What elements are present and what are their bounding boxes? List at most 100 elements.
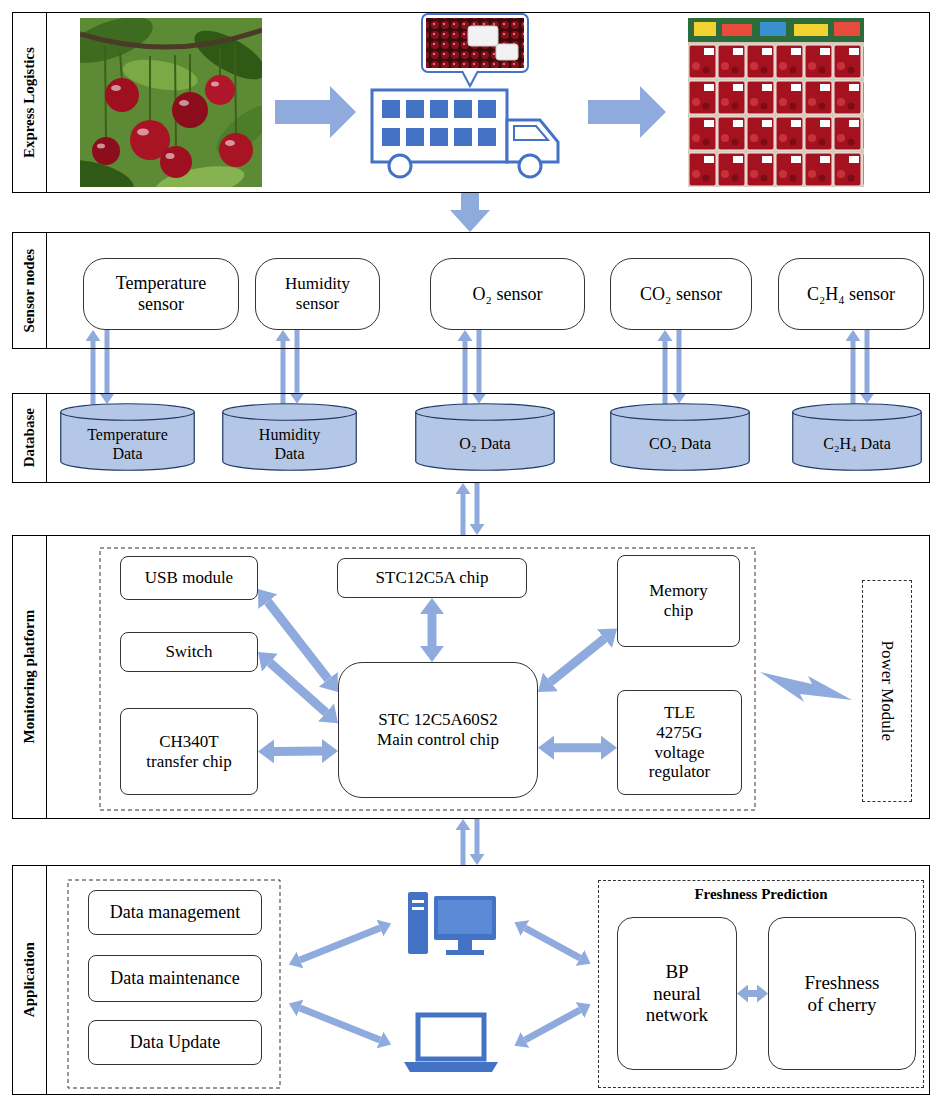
database-cylinder: O₂ Data: [415, 403, 555, 471]
database-cylinder: Humidity Data: [222, 403, 357, 471]
supermarket-photo: [688, 18, 864, 42]
layer-band: DatabaseTemperature DataHumidity DataO₂ …: [12, 393, 930, 483]
connector-line: [461, 494, 466, 535]
connector: [470, 193, 471, 210]
box-label: C₂H₄ sensor: [807, 284, 895, 305]
database-label: C₂H₄ Data: [823, 435, 891, 453]
desktop-icon: [446, 950, 484, 955]
group-title: Freshness Prediction: [599, 886, 923, 903]
connector: [432, 614, 433, 646]
box-label: CO₂ sensor: [640, 284, 722, 305]
connector: [748, 993, 757, 994]
band-title: Application: [21, 942, 38, 1017]
process-box: STC 12C5A60S2 Main control chip: [338, 662, 538, 798]
process-box: Switch: [120, 632, 258, 672]
database-label: Humidity Data: [245, 426, 335, 463]
connector-line: [295, 330, 300, 393]
database-cylinder: CO₂ Data: [610, 403, 750, 471]
database-label: O₂ Data: [459, 435, 510, 453]
connector: [463, 483, 477, 535]
truck-icon: [478, 128, 496, 146]
database-cylinder: Temperature Data: [60, 403, 195, 471]
connector: [274, 751, 322, 752]
desktop-icon: [434, 896, 496, 940]
connector-line: [677, 330, 682, 393]
cherry-photo: [172, 92, 208, 128]
truck-icon: [519, 155, 541, 177]
cherry-photo: [111, 85, 121, 91]
connector-line: [428, 614, 437, 646]
connector-line: [105, 330, 110, 393]
band-label-column: Sensor nodes: [13, 233, 47, 348]
truck-icon: [468, 26, 498, 46]
connector-line: [663, 341, 668, 404]
truck-icon: [496, 44, 518, 60]
box-label: Temperature sensor: [96, 273, 226, 314]
box-label: TLE 4275G voltage regulator: [644, 703, 716, 781]
connector-line: [475, 483, 480, 524]
supermarket-photo: [722, 24, 752, 36]
truck-icon: [514, 126, 548, 140]
flow-arrow: [525, 1010, 580, 1040]
desktop-icon: [438, 900, 492, 934]
band-title: Sensor nodes: [21, 249, 38, 333]
connector: [554, 747, 601, 748]
box-label: Humidity sensor: [268, 274, 368, 313]
box-label: Data management: [110, 902, 240, 923]
desktop-icon: [408, 892, 428, 954]
cherry-photo: [179, 100, 189, 106]
cylinder-top: [223, 404, 357, 421]
connector-line: [91, 341, 96, 405]
cherry-photo: [105, 78, 139, 112]
box-label: STC 12C5A60S2 Main control chip: [363, 710, 513, 749]
connector-line: [461, 193, 479, 210]
connector-line: [281, 341, 286, 404]
truck-icon: [430, 128, 448, 146]
flow-arrow: [588, 86, 666, 138]
flow-arrow: [300, 1008, 380, 1040]
process-box: Freshness of cherry: [768, 917, 916, 1070]
connector-line: [461, 830, 466, 865]
cherry-photo: [219, 133, 253, 167]
process-box: Humidity sensor: [255, 258, 380, 330]
process-box: BP neural network: [617, 917, 737, 1070]
process-box: Memory chip: [617, 555, 740, 647]
desktop-icon: [458, 940, 472, 950]
database-label: CO₂ Data: [649, 435, 711, 453]
box-label: USB module: [145, 568, 233, 588]
cherry-photo: [105, 44, 236, 146]
box-label: Freshness of cherry: [797, 972, 887, 1016]
box-label: Data Update: [130, 1032, 220, 1053]
box-label: Data maintenance: [110, 968, 239, 989]
connector-line: [554, 743, 601, 752]
connector-line: [748, 990, 757, 997]
truck-icon: [372, 90, 507, 162]
truck-icon: [406, 128, 424, 146]
box-label: CH340T transfer chip: [137, 732, 242, 771]
process-box: CO₂ sensor: [610, 258, 752, 330]
truck-icon: [478, 100, 496, 118]
process-box: USB module: [120, 556, 258, 600]
cherry-photo: [166, 153, 175, 159]
cherry-photo: [225, 140, 235, 146]
box-label: BP neural network: [641, 961, 713, 1027]
box-label: STC12C5A chip: [376, 568, 489, 588]
flow-arrow: [300, 928, 580, 1040]
desktop-icon: [412, 907, 424, 910]
process-box: Data maintenance: [88, 955, 262, 1002]
band-title: Monitoring platform: [21, 610, 38, 744]
database-cylinder: C₂H₄ Data: [792, 403, 922, 471]
desktop-icon: [408, 892, 496, 955]
process-box: Temperature sensor: [83, 258, 239, 330]
laptop-icon: [404, 1015, 498, 1072]
flow-arrow: [525, 928, 580, 958]
connector-line: [274, 747, 322, 756]
box-label: Memory chip: [644, 581, 714, 620]
layer-band: Monitoring platform USB module STC12C5A ch…: [12, 535, 930, 819]
connector: [463, 819, 477, 865]
process-box: O₂ sensor: [430, 258, 585, 330]
box-label: Switch: [165, 642, 212, 662]
desktop-icon: [412, 900, 424, 903]
truck-icon: [422, 14, 528, 72]
flow-arrow: [275, 86, 356, 138]
